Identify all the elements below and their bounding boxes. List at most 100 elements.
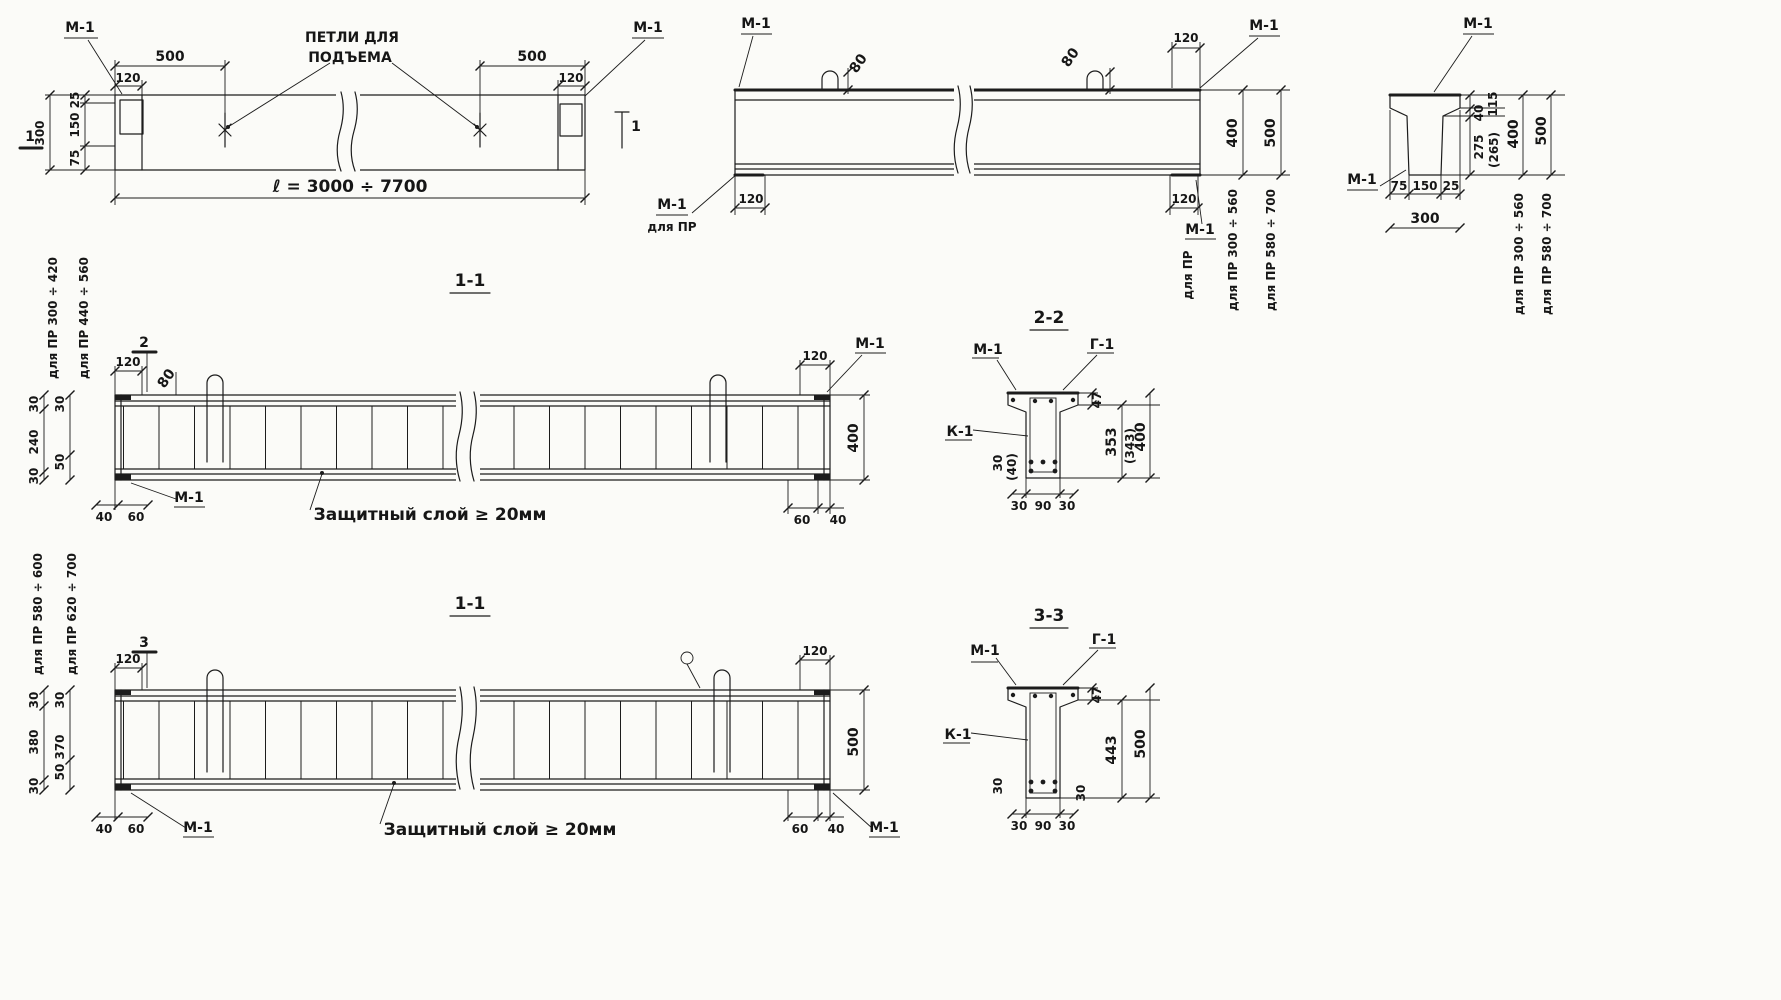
- dim-343: (343): [1123, 428, 1137, 464]
- cut-label-2: 2: [139, 335, 149, 351]
- left-dim: 30: [27, 692, 41, 709]
- m1-bottom-left-leader: [130, 482, 205, 508]
- rebar-dots: [1010, 397, 1076, 474]
- lifting-loop: [713, 669, 731, 773]
- elev-m1-bottom-right: М-1: [1185, 222, 1214, 238]
- m1-top-right-leader: [1199, 35, 1280, 89]
- m1-bottom-left: М-1: [174, 490, 203, 506]
- bottom-right-dim: 60: [792, 822, 809, 836]
- callout-circle: [680, 651, 694, 665]
- dim-120-right: 120: [802, 349, 827, 363]
- plan-dim-75: 75: [68, 150, 82, 167]
- elev-range-400: для ПР 300 ÷ 560: [1226, 189, 1240, 311]
- cut-label-3: 3: [139, 635, 149, 651]
- dim-120-left: 120: [115, 355, 140, 369]
- left-dim: 30: [27, 396, 41, 413]
- m1-bottom-right: М-1: [869, 820, 898, 836]
- dim-47: 47: [1090, 392, 1104, 409]
- elevation-view: М-1 М-1 80 80 120 М-1 для ПР 120 120 М-1…: [647, 16, 1290, 311]
- elev-for-pr-bottom-right: для ПР: [1181, 250, 1195, 299]
- elev-dim-500: 500: [1263, 118, 1279, 147]
- plan-m1-right-label: М-1: [633, 20, 662, 36]
- elev-dim-80-right: 80: [1059, 45, 1083, 70]
- range-a: для ПР 300 ÷ 420: [46, 257, 60, 379]
- k1-label: К-1: [947, 424, 974, 440]
- endsec-dim-150: 150: [1412, 179, 1437, 193]
- lifting-loops-label-line2: ПОДЪЕМА: [308, 50, 392, 66]
- plan-dim-120-right: 120: [558, 71, 583, 85]
- lifting-loop: [206, 669, 224, 773]
- elev-range-500: для ПР 580 ÷ 700: [1264, 189, 1278, 311]
- dim-443: 443: [1104, 735, 1120, 764]
- bottom-dim: 30: [1059, 499, 1076, 513]
- dim-400: 400: [846, 423, 862, 452]
- left-dim: 30: [27, 778, 41, 795]
- lifting-loop-right: [1086, 70, 1104, 91]
- plan-dim-150: 150: [68, 112, 82, 137]
- plan-dim-500-right: 500: [517, 49, 546, 65]
- elev-dim-80-left: 80: [847, 51, 871, 76]
- endsec-dim-75: 75: [1391, 179, 1408, 193]
- endsec-dim-275: 275: [1472, 134, 1486, 159]
- section-1-1-h400: 1-1 2 120 80 120 М-1 400 30 30 240 50 30…: [27, 257, 886, 527]
- plan-view: М-1 М-1 ПЕТЛИ ДЛЯ ПОДЪЕМА 500 500 120 1 2…: [18, 20, 664, 205]
- m1-label: М-1: [970, 643, 999, 659]
- endsec-m1-top: М-1: [1463, 16, 1492, 32]
- section-2-2: 2-2 М-1 Г-1 К-1 47 353 (343) 400 30 (40)…: [945, 308, 1160, 513]
- m1-leader: [971, 657, 1017, 686]
- rebar-dots: [1010, 692, 1076, 794]
- endsec-dim-265: (265): [1487, 132, 1501, 168]
- plan-marker-1-left: 1: [25, 129, 35, 145]
- dim-30-left: 30: [991, 455, 1005, 472]
- plan-m1-left-label: М-1: [65, 20, 94, 36]
- plan-marker-1-right: 1: [631, 119, 641, 135]
- cover-leader: [379, 783, 395, 825]
- endsec-m1-side: М-1: [1347, 172, 1376, 188]
- range-a: для ПР 580 ÷ 600: [31, 553, 45, 675]
- m1-top-right: М-1: [855, 336, 884, 352]
- dim-400: 400: [1133, 422, 1149, 451]
- m1-top-leader: [1433, 33, 1494, 93]
- end-cross-section: М-1 М-1 115 40 275 (265) 400 500 75 150 …: [1347, 16, 1565, 315]
- dim-120-right: 120: [802, 644, 827, 658]
- left-dim: 30: [53, 396, 67, 413]
- section-3-3: 3-3 М-1 Г-1 К-1 47 443 500 30 30 30 90 3…: [943, 606, 1160, 833]
- embed-plate-recess-left: [119, 99, 144, 135]
- bottom-right-dim: 40: [828, 822, 845, 836]
- m1-bottom-left: М-1: [183, 820, 212, 836]
- g1-label: Г-1: [1090, 337, 1114, 353]
- m1-leader: [972, 357, 1017, 391]
- left-dim: 240: [27, 429, 41, 454]
- elev-m1-top-left: М-1: [741, 16, 770, 32]
- elev-dim-120-bottom-right: 120: [1171, 192, 1196, 206]
- dim-80: 80: [155, 366, 179, 391]
- dim-30-right: 30: [1074, 785, 1088, 802]
- bottom-left-dim: 40: [96, 510, 113, 524]
- elev-dim-400: 400: [1225, 118, 1241, 147]
- cover-note: Защитный слой ≥ 20мм: [384, 820, 617, 840]
- lifting-loop: [206, 374, 224, 463]
- stirrup-outline: [1029, 692, 1057, 794]
- dim-500: 500: [846, 727, 862, 756]
- m1-bottom-left-leader: [656, 173, 738, 216]
- bottom-dim: 30: [1011, 819, 1028, 833]
- dim-353: 353: [1104, 427, 1120, 456]
- lifting-loops-label-line1: ПЕТЛИ ДЛЯ: [305, 30, 399, 46]
- section-3-3-title: 3-3: [1034, 606, 1065, 626]
- m1-side-leader: [1347, 169, 1407, 191]
- endsec-dim-400: 400: [1506, 119, 1522, 148]
- k1-leader: [943, 732, 1029, 744]
- endsec-dim-300: 300: [1410, 211, 1439, 227]
- bottom-dim: 30: [1059, 819, 1076, 833]
- elev-dim-120-top: 120: [1173, 31, 1198, 45]
- m1-top-left-leader: [738, 33, 772, 88]
- section-1-1-h500: 1-1 3 120 120 500 30 30 380 370 50 30 40…: [27, 553, 900, 840]
- plan-dim-500-left: 500: [155, 49, 184, 65]
- g1-leader: [1062, 647, 1116, 686]
- plan-dim-25: 25: [68, 92, 82, 109]
- m1-bottom-right-leader: [832, 792, 900, 838]
- dim-120-left: 120: [115, 652, 140, 666]
- m1-bottom-left-leader: [130, 792, 214, 838]
